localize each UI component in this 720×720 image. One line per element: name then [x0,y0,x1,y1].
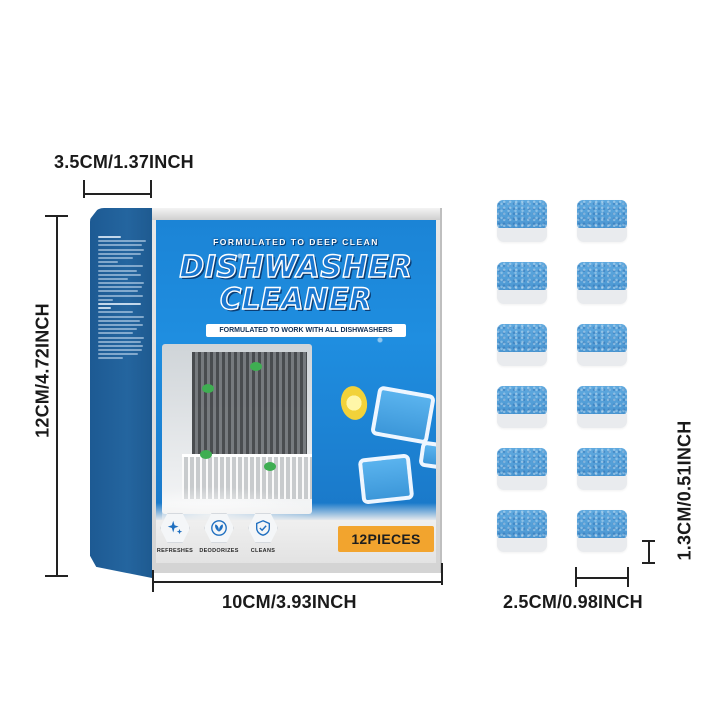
tablet-width-tick-right [627,567,629,587]
leaf-icon [202,384,214,393]
product-title-line1: DISHWASHER [179,249,413,285]
product-title-line2: CLEANER [219,281,372,316]
box-height-tick-top [45,215,68,217]
feature-badge-cleans [248,513,278,543]
box-width-tick-right [441,563,443,585]
tablet-width-label: 2.5CM/0.98INCH [503,592,643,612]
tablet [497,386,547,428]
box-height-tick-bottom [45,575,68,577]
box-depth-tick-right [150,180,152,198]
tablet-height-tick-bottom [642,562,655,564]
feature-label-cleans: CLEANS [250,548,276,554]
box-width-tick-left [152,570,154,592]
box-depth-tick-left [83,180,85,198]
box-height-line [56,215,58,576]
box-top-rim [152,208,440,220]
tablet-height-tick-top [642,540,655,542]
tablet [497,510,547,552]
box-depth-line [83,193,151,195]
leaf-icon [264,462,276,471]
tablet-width-line [575,577,628,579]
side-panel-text [98,234,148,362]
box-height-label: 12CM/4.72INCH [32,303,53,438]
box-depth-label: 3.5CM/1.37INCH [54,152,194,172]
shield-check-icon [256,520,270,536]
tablet-image [418,440,436,470]
box-front-panel: FORMULATED TO DEEP CLEAN DISHWASHER CLEA… [152,208,442,573]
box-width-line [152,581,442,583]
tablet [577,448,627,490]
box-side-panel [90,208,152,578]
tablet [497,200,547,242]
leaf-icon [250,362,262,371]
tablet-height-label: 1.3CM/0.51INCH [674,420,695,561]
pieces-count-badge: 12PIECES [338,526,434,552]
tagline-top: FORMULATED TO DEEP CLEAN [213,237,379,247]
feature-badge-deodorizes [204,513,234,543]
box-width-label: 10CM/3.93INCH [222,592,357,612]
tablet-image [357,453,415,505]
tablet [577,262,627,304]
dishwasher-image [162,344,322,520]
tablet [577,200,627,242]
tablet [577,510,627,552]
box-front-artwork: FORMULATED TO DEEP CLEAN DISHWASHER CLEA… [156,220,436,520]
tablet [497,448,547,490]
leaf-icon [211,520,227,536]
tablet [577,324,627,366]
tablet [577,386,627,428]
tablet-image [370,385,436,445]
tablet-width-tick-left [575,567,577,587]
tablet [497,262,547,304]
sparkle-icon [167,520,183,535]
lemon-slice-icon [338,384,370,422]
tablet-height-line [648,540,650,563]
feature-label-refreshes: REFRESHES [156,548,194,554]
feature-label-deodorizes: DEODORIZES [199,548,239,554]
tablet [497,324,547,366]
feature-badge-refreshes [160,513,190,543]
product-subtitle: FORMULATED TO WORK WITH ALL DISHWASHERS [206,324,406,337]
leaf-icon [200,450,212,459]
dishwasher-interior [192,352,307,467]
